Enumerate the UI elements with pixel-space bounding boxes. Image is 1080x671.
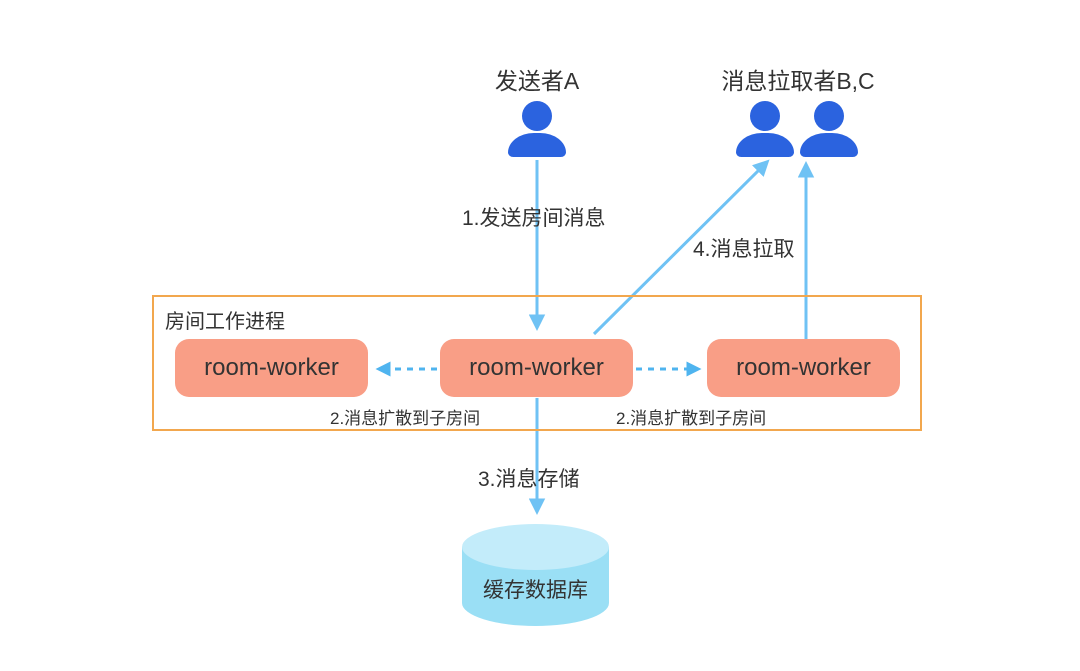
person-head [814, 101, 844, 131]
room-worker-node-right: room-worker [707, 339, 900, 397]
step1-label: 1.发送房间消息 [462, 207, 606, 230]
step2-right-label: 2.消息扩散到子房间 [616, 409, 767, 428]
process-group-label: 房间工作进程 [165, 311, 285, 333]
sender-label: 发送者A [494, 68, 580, 94]
room-worker-node-left: room-worker [175, 339, 368, 397]
sender-person-icon [508, 101, 566, 157]
person-shoulders [800, 133, 858, 157]
person-head [522, 101, 552, 131]
step2-left-label: 2.消息扩散到子房间 [330, 409, 481, 428]
person-shoulders [736, 133, 794, 157]
cache-database-cylinder: 缓存数据库 [462, 524, 609, 626]
step3-label: 3.消息存储 [478, 468, 580, 491]
puller-b-person-icon [736, 101, 794, 157]
room-worker-node-middle: room-worker [440, 339, 633, 397]
cylinder-top [462, 524, 609, 570]
room-worker-process-group: 房间工作进程 [152, 295, 922, 431]
database-label: 缓存数据库 [483, 579, 588, 602]
pullers-label: 消息拉取者B,C [721, 68, 875, 94]
puller-c-person-icon [800, 101, 858, 157]
step4-label: 4.消息拉取 [693, 238, 795, 261]
person-shoulders [508, 133, 566, 157]
person-head [750, 101, 780, 131]
